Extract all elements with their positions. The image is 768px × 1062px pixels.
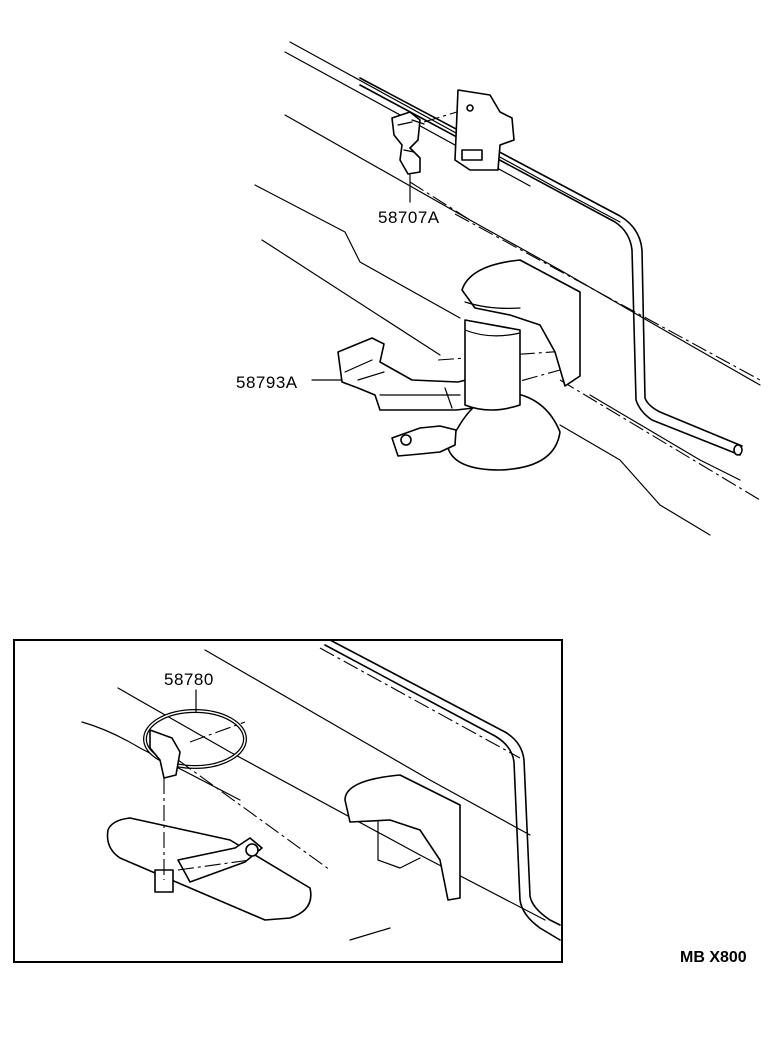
bracket-58793A bbox=[337, 337, 475, 411]
label-58707A: 58707A bbox=[378, 208, 440, 227]
ring-58780 bbox=[143, 709, 247, 779]
inset-assembly bbox=[81, 639, 561, 941]
label-58780: 58780 bbox=[164, 670, 214, 689]
nozzle-assembly bbox=[391, 259, 581, 471]
clip-58707A bbox=[391, 111, 425, 175]
label-58793A: 58793A bbox=[236, 373, 298, 392]
diagram-code: MB X800 bbox=[680, 949, 747, 966]
upper-assembly bbox=[254, 41, 761, 536]
